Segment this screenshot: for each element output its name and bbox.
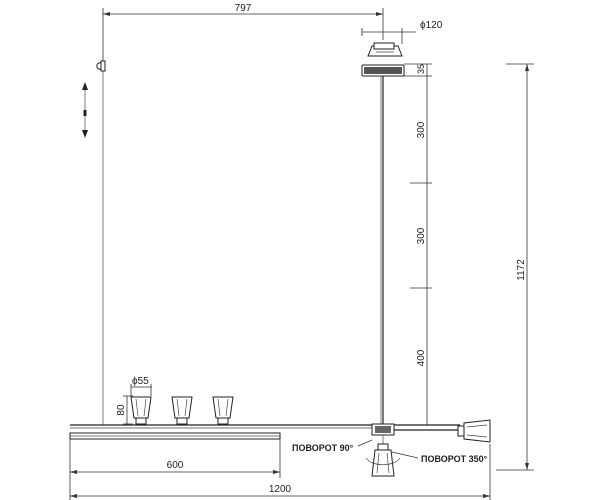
vertical-rod xyxy=(380,76,384,425)
dimension-rod-seg-3-label: 400 xyxy=(416,349,427,366)
suspension-cable-left xyxy=(96,60,106,425)
horizontal-bar xyxy=(69,424,460,440)
side-shade-right xyxy=(394,419,491,443)
dimension-offset: 797 xyxy=(102,3,384,64)
dimension-total-height: 1172 xyxy=(496,63,534,471)
dimension-canopy-diameter: ϕ120 xyxy=(361,20,443,44)
shade-1 xyxy=(130,396,152,425)
dimension-total-width-label: 1200 xyxy=(269,484,292,495)
pendant-shade-bottom xyxy=(365,443,401,477)
dimension-bar-length: 600 xyxy=(69,439,281,478)
central-joint xyxy=(371,423,395,445)
dimension-shade: ϕ55 80 xyxy=(116,376,152,425)
shade-2 xyxy=(171,396,193,425)
dimension-rod-seg-2-label: 300 xyxy=(416,227,427,244)
shade-3 xyxy=(212,396,234,425)
dimension-total-width: 1200 xyxy=(69,444,491,500)
dimension-offset-label: 797 xyxy=(235,3,252,14)
rotation-90-label: ПОВОРОТ 90° xyxy=(292,443,354,453)
dimension-shade-height-label: 80 xyxy=(116,404,127,416)
dimension-bar-length-label: 600 xyxy=(167,460,184,471)
dimension-canopy-height-label: 35 xyxy=(416,64,426,74)
dimension-total-height-label: 1172 xyxy=(516,259,527,281)
rotation-annotations: ПОВОРОТ 90° ПОВОРОТ 350° xyxy=(292,439,488,464)
dimension-shade-diameter-label: ϕ55 xyxy=(132,376,149,387)
dimension-canopy-diameter-label: ϕ120 xyxy=(420,20,443,31)
height-adjustment-arrows xyxy=(82,82,88,138)
dimension-rod-segments: 35 300 300 400 xyxy=(404,63,432,426)
dimension-rod-seg-1-label: 300 xyxy=(416,121,427,138)
rotation-350-label: ПОВОРОТ 350° xyxy=(421,454,488,464)
canopy xyxy=(361,42,405,77)
